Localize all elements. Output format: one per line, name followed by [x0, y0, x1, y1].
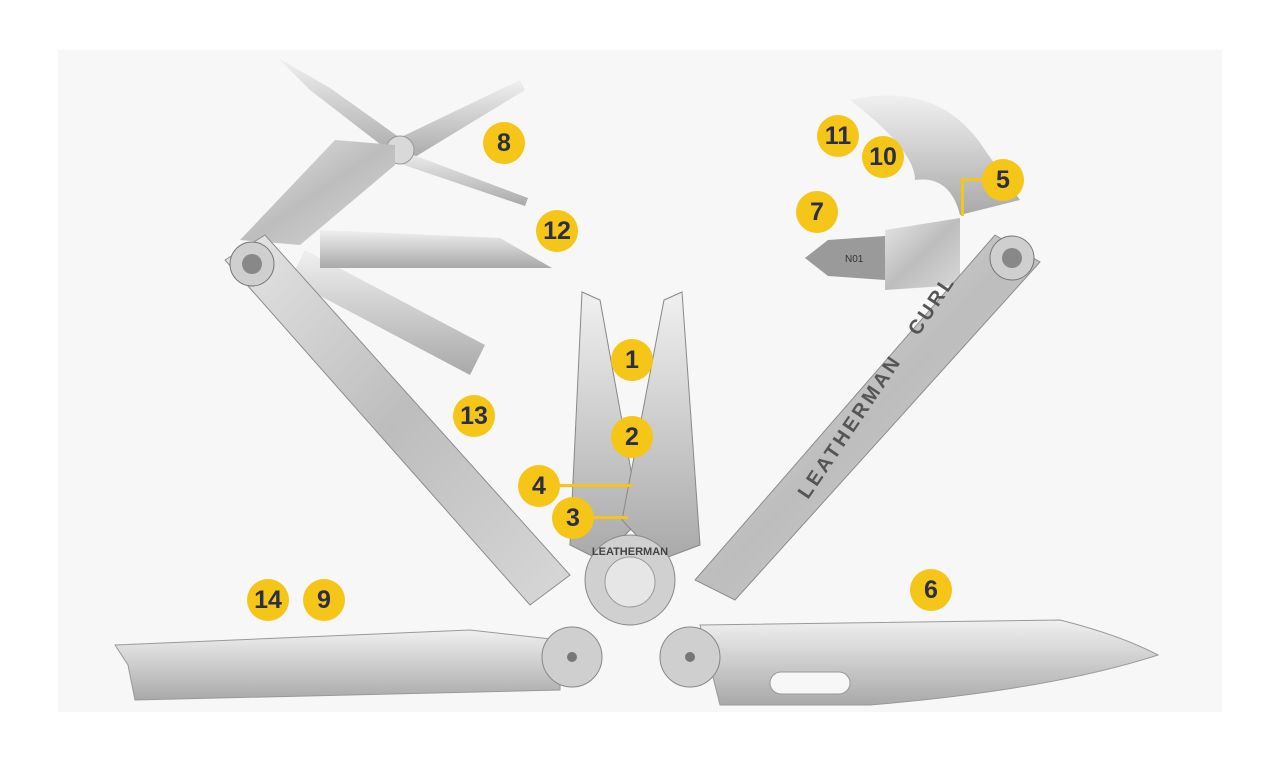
callout-badge-8: 8 [483, 122, 525, 164]
bit-driver: N01 [805, 218, 960, 290]
needle-nose-pliers: LEATHERMAN [569, 291, 701, 626]
left-handle [224, 234, 571, 606]
callout-badge-7: 7 [796, 191, 838, 233]
callout-badge-2: 2 [611, 416, 653, 458]
callout-5-leader-vertical [961, 178, 964, 216]
callout-badge-14: 14 [247, 579, 289, 621]
callout-badge-13: 13 [453, 395, 495, 437]
callout-badge-5: 5 [982, 159, 1024, 201]
callout-badge-12: 12 [536, 210, 578, 252]
callout-badge-4: 4 [518, 465, 560, 507]
serrated-blade [114, 629, 561, 701]
callout-badge-9: 9 [303, 579, 345, 621]
callout-5-leader [962, 178, 986, 181]
callout-3-leader [590, 516, 628, 519]
callout-badge-1: 1 [611, 339, 653, 381]
file-tool [290, 250, 485, 375]
callout-badge-11: 11 [817, 115, 859, 157]
callout-4-leader [555, 484, 633, 487]
hook-blade [850, 95, 1020, 215]
callout-badge-3: 3 [552, 497, 594, 539]
handle-brand-logo: LEATHERMAN CURL [794, 271, 960, 503]
main-blade [699, 619, 1160, 706]
svg-text:N01: N01 [845, 254, 864, 265]
pivot-brand-logo: LEATHERMAN [592, 546, 668, 558]
scissors [240, 58, 528, 245]
small-blade [320, 230, 552, 268]
callout-badge-10: 10 [862, 136, 904, 178]
callout-badge-6: 6 [910, 569, 952, 611]
